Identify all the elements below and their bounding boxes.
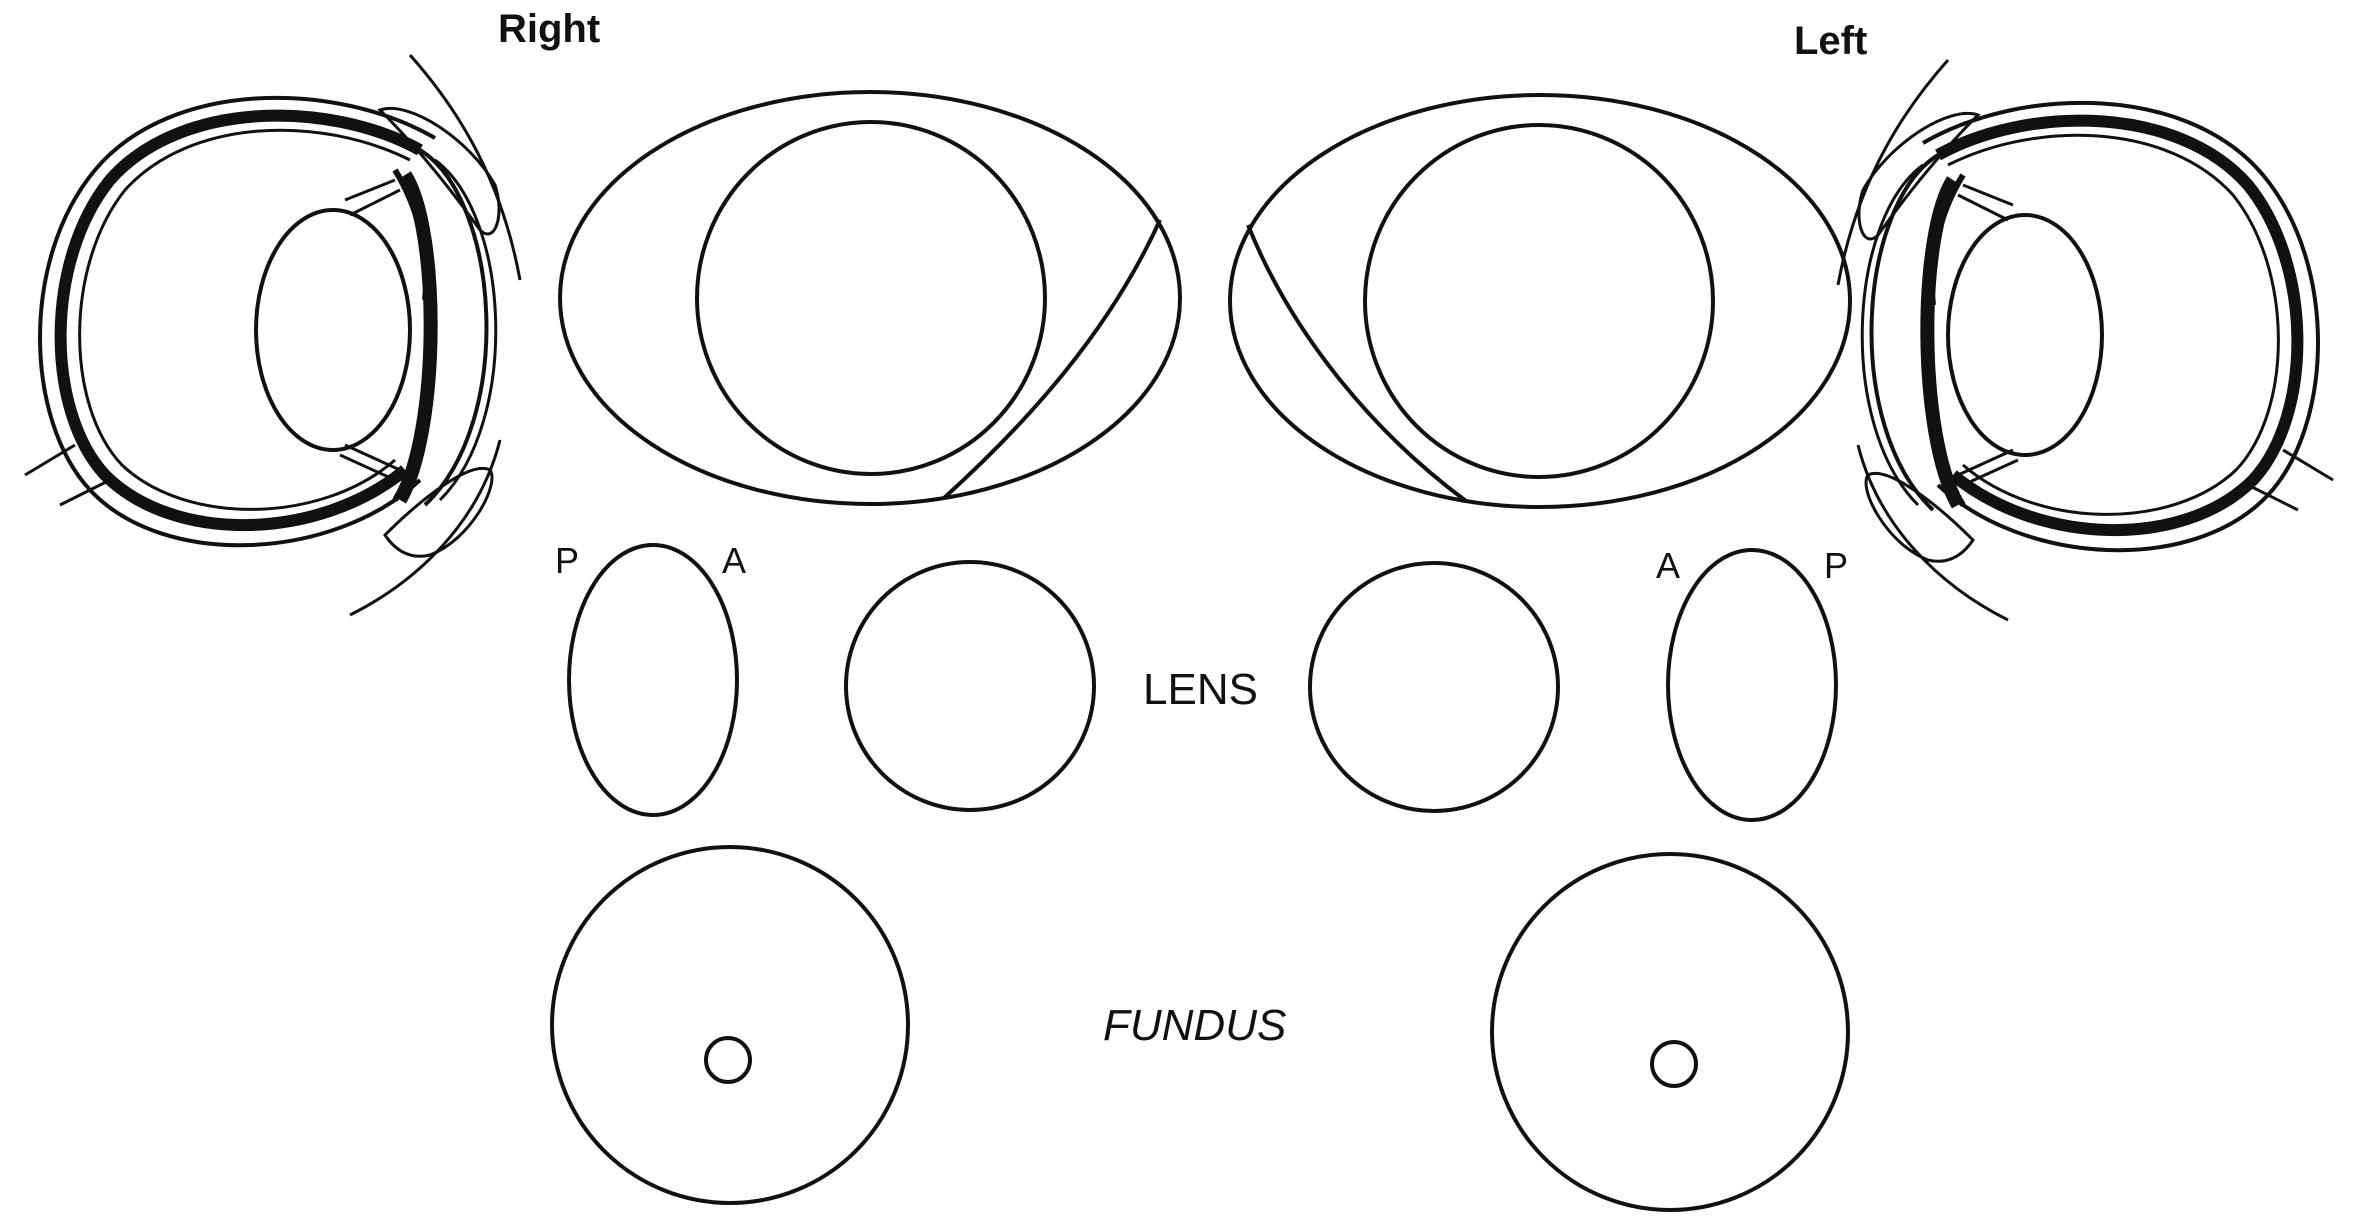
left-lens-side-view [1668, 550, 1836, 820]
right-eye-lower-lid [385, 468, 492, 556]
right-eye-label: Right [498, 7, 600, 51]
left-anterior-label: A [1656, 545, 1680, 586]
fundus-label: FUNDUS [1103, 1001, 1286, 1050]
left-fundus [1492, 854, 1848, 1210]
lens-label: LENS [1143, 665, 1258, 714]
right-posterior-label: P [555, 540, 579, 581]
left-lens-front-view [1310, 563, 1558, 811]
right-lens-front-view [846, 562, 1094, 810]
right-fundus-outline [552, 847, 908, 1203]
left-eye-label: Left [1794, 19, 1867, 63]
left-eye-iris [1365, 125, 1713, 477]
right-eye-lens [256, 210, 410, 450]
left-eye-lens [1948, 215, 2102, 455]
right-eye-outline [560, 92, 1180, 504]
right-optic-disc [706, 1038, 750, 1082]
right-eye-sclera [61, 116, 420, 525]
left-eye-lid-line [1248, 225, 1466, 501]
right-lens-side-view [569, 545, 737, 815]
right-eye-globe [40, 98, 435, 545]
right-eye-lid-line [944, 220, 1160, 498]
left-eye-cross-section [1838, 60, 2333, 620]
left-eye-front-view [1230, 95, 1850, 507]
right-eye-front-view [560, 92, 1180, 504]
left-fundus-outline [1492, 854, 1848, 1210]
left-eye-outline [1230, 95, 1850, 507]
right-eye-cross-section [25, 55, 520, 615]
right-anterior-label: A [722, 540, 746, 581]
right-eye-iris [697, 122, 1045, 474]
left-posterior-label: P [1824, 545, 1848, 586]
left-optic-disc [1652, 1042, 1696, 1086]
right-fundus [552, 847, 908, 1203]
